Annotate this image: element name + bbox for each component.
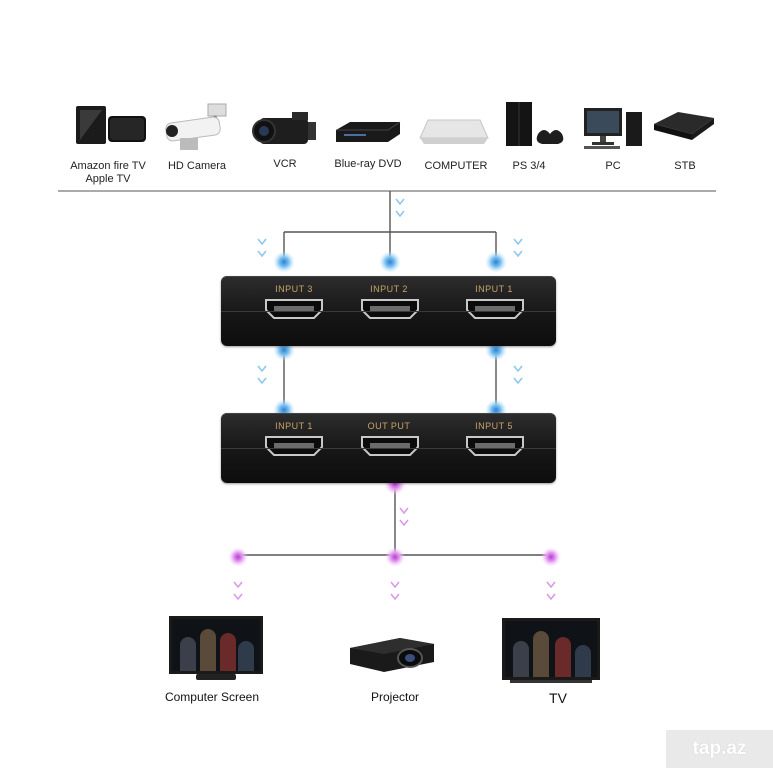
bluray-player-icon — [336, 121, 401, 142]
watermark-logo: tap.az — [666, 730, 773, 768]
input-arrows — [257, 198, 523, 385]
source-label-camera: HD Camera — [167, 160, 227, 172]
hdmi-port-icon — [265, 436, 323, 456]
port-label-bottom-3: INPUT 5 — [475, 421, 513, 431]
hdmi-port-icon — [466, 299, 524, 319]
source-label-vcr: VCR — [273, 158, 297, 170]
game-console-icon — [506, 102, 564, 146]
hdmi-port-icon — [466, 436, 524, 456]
output-label-projector: Projector — [370, 690, 420, 704]
hdmi-switch-top: INPUT 3 INPUT 2 INPUT 1 — [221, 276, 556, 346]
port-label-top-1: INPUT 3 — [275, 284, 313, 294]
port-label-bottom-2: OUT PUT — [367, 421, 411, 431]
output-arrows — [233, 507, 556, 601]
hdmi-switch-bottom: INPUT 1 OUT PUT INPUT 5 — [221, 413, 556, 483]
hdmi-port-icon — [361, 299, 419, 319]
projector-icon — [350, 638, 434, 672]
output-signal-glows — [228, 473, 561, 567]
port-label-top-3: INPUT 1 — [475, 284, 513, 294]
source-label-pc: PC — [605, 160, 621, 172]
source-label-amazon: Amazon fire TV Apple TV — [70, 160, 146, 185]
desktop-pc-icon — [584, 108, 642, 149]
hdmi-port-icon — [265, 299, 323, 319]
camcorder-icon — [252, 112, 316, 144]
laptop-icon — [419, 119, 489, 144]
output-label-tv: TV — [549, 690, 567, 706]
source-label-computer: COMPUTER — [424, 160, 488, 172]
output-label-screen: Computer Screen — [164, 690, 260, 704]
source-label-stb: STB — [674, 160, 696, 172]
security-camera-icon — [165, 103, 227, 150]
hdmi-port-icon — [361, 436, 419, 456]
port-label-bottom-1: INPUT 1 — [275, 421, 313, 431]
tv-box-icon — [76, 106, 146, 144]
source-label-ps: PS 3/4 — [512, 160, 546, 172]
source-label-bluray: Blue-ray DVD — [334, 158, 402, 170]
set-top-box-icon — [654, 112, 714, 140]
port-label-top-2: INPUT 2 — [370, 284, 408, 294]
